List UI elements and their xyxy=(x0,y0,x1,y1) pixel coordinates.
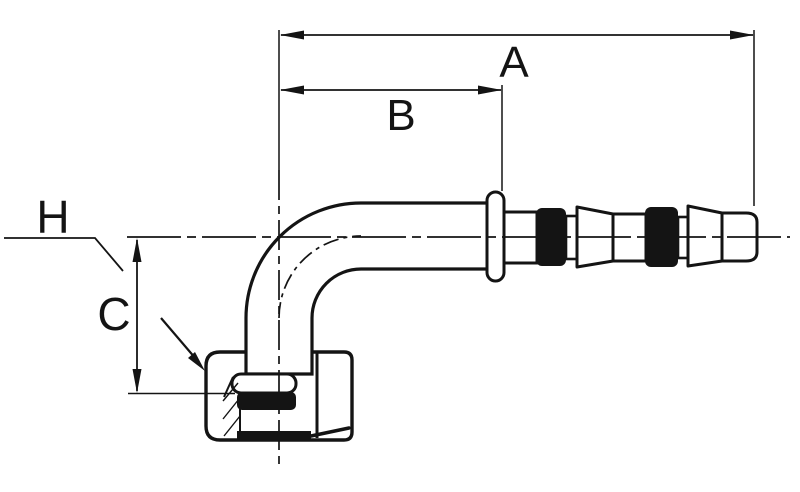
nut-interior-section xyxy=(222,372,351,440)
dimension-c-arrow-down xyxy=(132,369,142,393)
elbow-tube-outline xyxy=(244,201,492,376)
nut-bottom-shadow xyxy=(237,431,311,440)
label-h-leader xyxy=(4,237,124,272)
seal-pointer xyxy=(160,317,205,371)
dimension-c-label: C xyxy=(97,288,130,340)
hatch-line xyxy=(223,415,241,437)
dimension-a-arrow-right xyxy=(730,30,754,40)
dimension-c-arrow-up xyxy=(132,238,142,262)
seal-capsule xyxy=(230,372,298,395)
section-hatching xyxy=(222,382,241,437)
dimension-b: B xyxy=(280,85,503,191)
nut-bottom-facet-edge xyxy=(309,426,351,438)
dimension-b-arrow-right xyxy=(478,85,502,95)
hatch-line xyxy=(222,382,239,402)
dimension-b-arrow-left xyxy=(280,85,304,95)
hatch-line xyxy=(222,398,240,420)
seal-pointer-arrowhead xyxy=(188,352,205,371)
centerlines xyxy=(127,170,790,466)
nut-o-ring-seal xyxy=(237,392,296,410)
dimension-a: A xyxy=(278,30,755,206)
dimension-a-arrow-left xyxy=(280,30,304,40)
barb-cone-2 xyxy=(686,204,724,268)
bend-centerline-arc xyxy=(278,235,362,319)
elbow-tube xyxy=(244,201,492,376)
dimension-b-label: B xyxy=(386,91,415,140)
seal-pointer-line xyxy=(160,317,197,360)
dimension-c: C xyxy=(97,238,235,395)
dimension-a-label: A xyxy=(499,38,529,87)
label-h-callout: H xyxy=(4,191,124,272)
label-h-text: H xyxy=(36,191,69,243)
